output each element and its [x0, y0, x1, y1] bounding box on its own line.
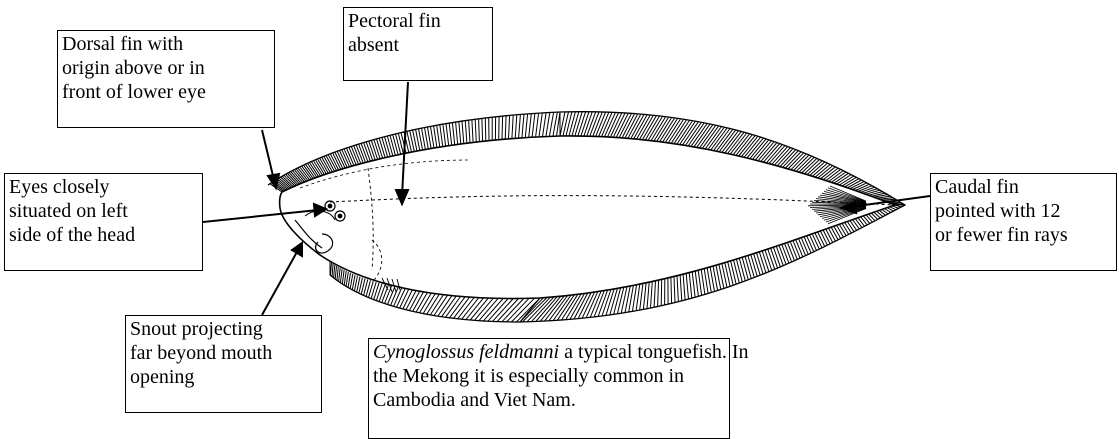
label-line: pointed with 12 [935, 199, 1112, 223]
label-line: Eyes closely [9, 175, 198, 199]
eyes-arrow [203, 210, 318, 222]
gill-cover [368, 168, 382, 282]
eyes-label: Eyes closely situated on left side of th… [4, 173, 203, 271]
label-line: Caudal fin [935, 175, 1112, 199]
lateral-line [330, 196, 895, 205]
caption-line-3: Cambodia and Viet Nam. [373, 388, 725, 412]
snout-arrow [262, 250, 298, 315]
label-line: opening [130, 365, 317, 389]
pointer-arrows [203, 82, 930, 315]
anal-fin [330, 205, 901, 322]
label-line: front of lower eye [62, 80, 270, 104]
dorsal-fin [270, 112, 905, 205]
label-line: absent [348, 33, 488, 57]
label-line: origin above or in [62, 56, 270, 80]
label-line: Snout projecting [130, 317, 317, 341]
dorsal-arrow [262, 130, 274, 180]
species-name: Cynoglossus feldmanni [373, 341, 559, 363]
caption-line-1: Cynoglossus feldmanni a typical tonguefi… [373, 340, 725, 364]
caption-line-2: the Mekong it is especially common in [373, 364, 725, 388]
label-line: Pectoral fin [348, 9, 488, 33]
snout-label: Snout projecting far beyond mouth openin… [125, 315, 322, 413]
eyes [325, 201, 345, 221]
pectoral-fin-label: Pectoral fin absent [343, 7, 493, 81]
label-line: situated on left [9, 199, 198, 223]
label-line: side of the head [9, 223, 198, 247]
species-caption: Cynoglossus feldmanni a typical tonguefi… [368, 338, 730, 439]
label-line: Dorsal fin with [62, 32, 270, 56]
fin-outline [268, 112, 905, 322]
dorsal-fin-label: Dorsal fin with origin above or in front… [57, 30, 275, 128]
caudal-fin-label: Caudal fin pointed with 12 or fewer fin … [930, 173, 1117, 271]
caption-text: a typical tonguefish. In [559, 341, 748, 363]
label-line: far beyond mouth [130, 341, 317, 365]
label-line: or fewer fin rays [935, 223, 1112, 247]
body-outline [280, 136, 895, 299]
